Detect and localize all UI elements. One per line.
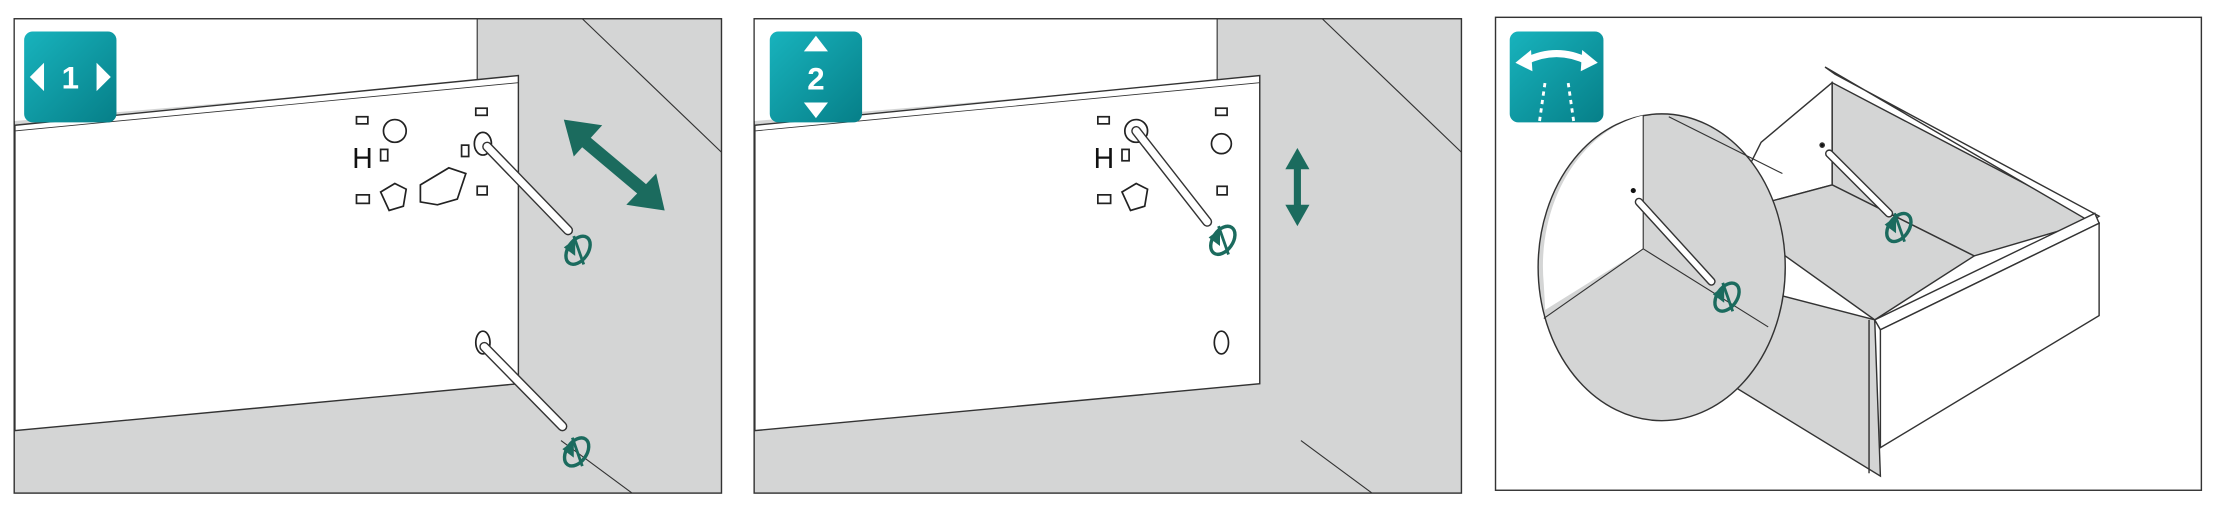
svg-text:H: H [1094, 143, 1115, 175]
svg-text:H: H [352, 143, 373, 175]
drawer-front-board [754, 74, 1261, 432]
fitting-marks: H [352, 107, 493, 355]
drawer-front-board [14, 74, 520, 432]
vertical-double-arrow-icon [1285, 147, 1310, 227]
panel-step-2: H 2 [753, 18, 1463, 494]
step-number: 1 [62, 60, 79, 95]
panel-step-1: H 1 [13, 18, 723, 494]
back-wall [14, 19, 478, 121]
arrow-left-icon [29, 62, 45, 92]
step-1-badge: 1 [24, 31, 117, 123]
fitting-marks: H [1094, 107, 1233, 355]
back-wall [754, 19, 1218, 121]
magnified-detail [1537, 113, 1786, 422]
cabinet-edge [1321, 18, 1462, 153]
tilt-adjust-badge [1509, 31, 1604, 123]
arrow-up-icon [803, 35, 829, 52]
arrow-right-icon [96, 62, 111, 92]
step-number: 2 [807, 62, 824, 97]
diagonal-double-arrow-icon [563, 119, 665, 211]
cabinet-edge [581, 18, 722, 153]
screwdriver-upper [482, 141, 574, 236]
panel-step-3 [1494, 16, 2203, 491]
screwdriver [1825, 149, 1894, 218]
screwdriver [1131, 125, 1213, 227]
arrow-down-icon [803, 102, 829, 119]
drawer-box [1682, 66, 2101, 478]
screwdriver-lower [479, 341, 568, 432]
step-2-badge: 2 [769, 31, 863, 123]
